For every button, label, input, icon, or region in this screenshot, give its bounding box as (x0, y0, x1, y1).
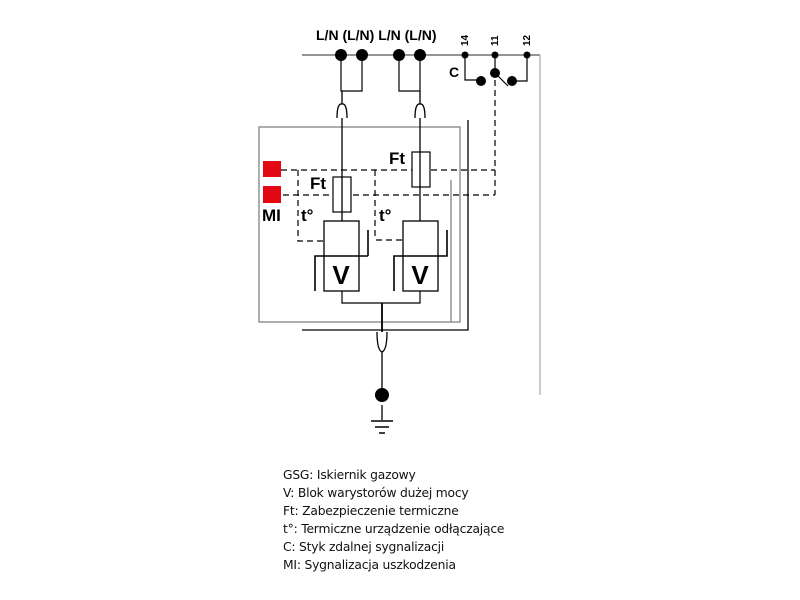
connector-right (414, 103, 426, 119)
thermal-fuse-right (411, 151, 431, 188)
varistor-left-label: V (332, 260, 350, 290)
bridge-left (340, 55, 363, 92)
ground-terminal (375, 388, 389, 402)
legend-item: GSG: Iskiernik gazowy (283, 468, 416, 482)
thermal-disconnector-left-label: t° (301, 206, 314, 225)
enclosure-line (302, 120, 469, 331)
indicator-square-top (263, 161, 281, 177)
connector-ground (376, 331, 388, 353)
legend: GSG: Iskiernik gazowy V: Blok warystorów… (283, 466, 504, 574)
legend-item: t°: Termiczne urządzenie odłączające (283, 522, 505, 536)
thermal-disconnector-right-label: t° (379, 206, 392, 225)
thermal-fuse-right-label: Ft (389, 149, 405, 168)
connector-left (336, 103, 348, 119)
housing-box (258, 126, 461, 323)
legend-item: Ft: Zabezpieczenie termiczne (283, 504, 459, 518)
legend-item: C: Styk zdalnej sygnalizacji (283, 540, 445, 554)
indicator-label: MI (262, 206, 281, 225)
contact-c-fixed-left (476, 76, 486, 86)
bridge-right (398, 55, 421, 92)
terminal-11-label: 11 (490, 35, 501, 46)
terminal-12-label: 12 (522, 34, 533, 46)
varistor-right-label: V (411, 260, 429, 290)
thermal-fuse-left-label: Ft (310, 174, 326, 193)
terminal-14-label: 14 (460, 34, 471, 46)
line-terminal-labels: L/N (L/N) L/N (L/N) (316, 27, 437, 43)
legend-item: V: Blok warystorów dużej mocy (283, 486, 469, 500)
thermal-box-left (297, 170, 324, 242)
contact-c-label: C (449, 64, 459, 80)
legend-item: MI: Sygnalizacja uszkodzenia (283, 558, 456, 572)
indicator-square-bottom (263, 186, 281, 203)
